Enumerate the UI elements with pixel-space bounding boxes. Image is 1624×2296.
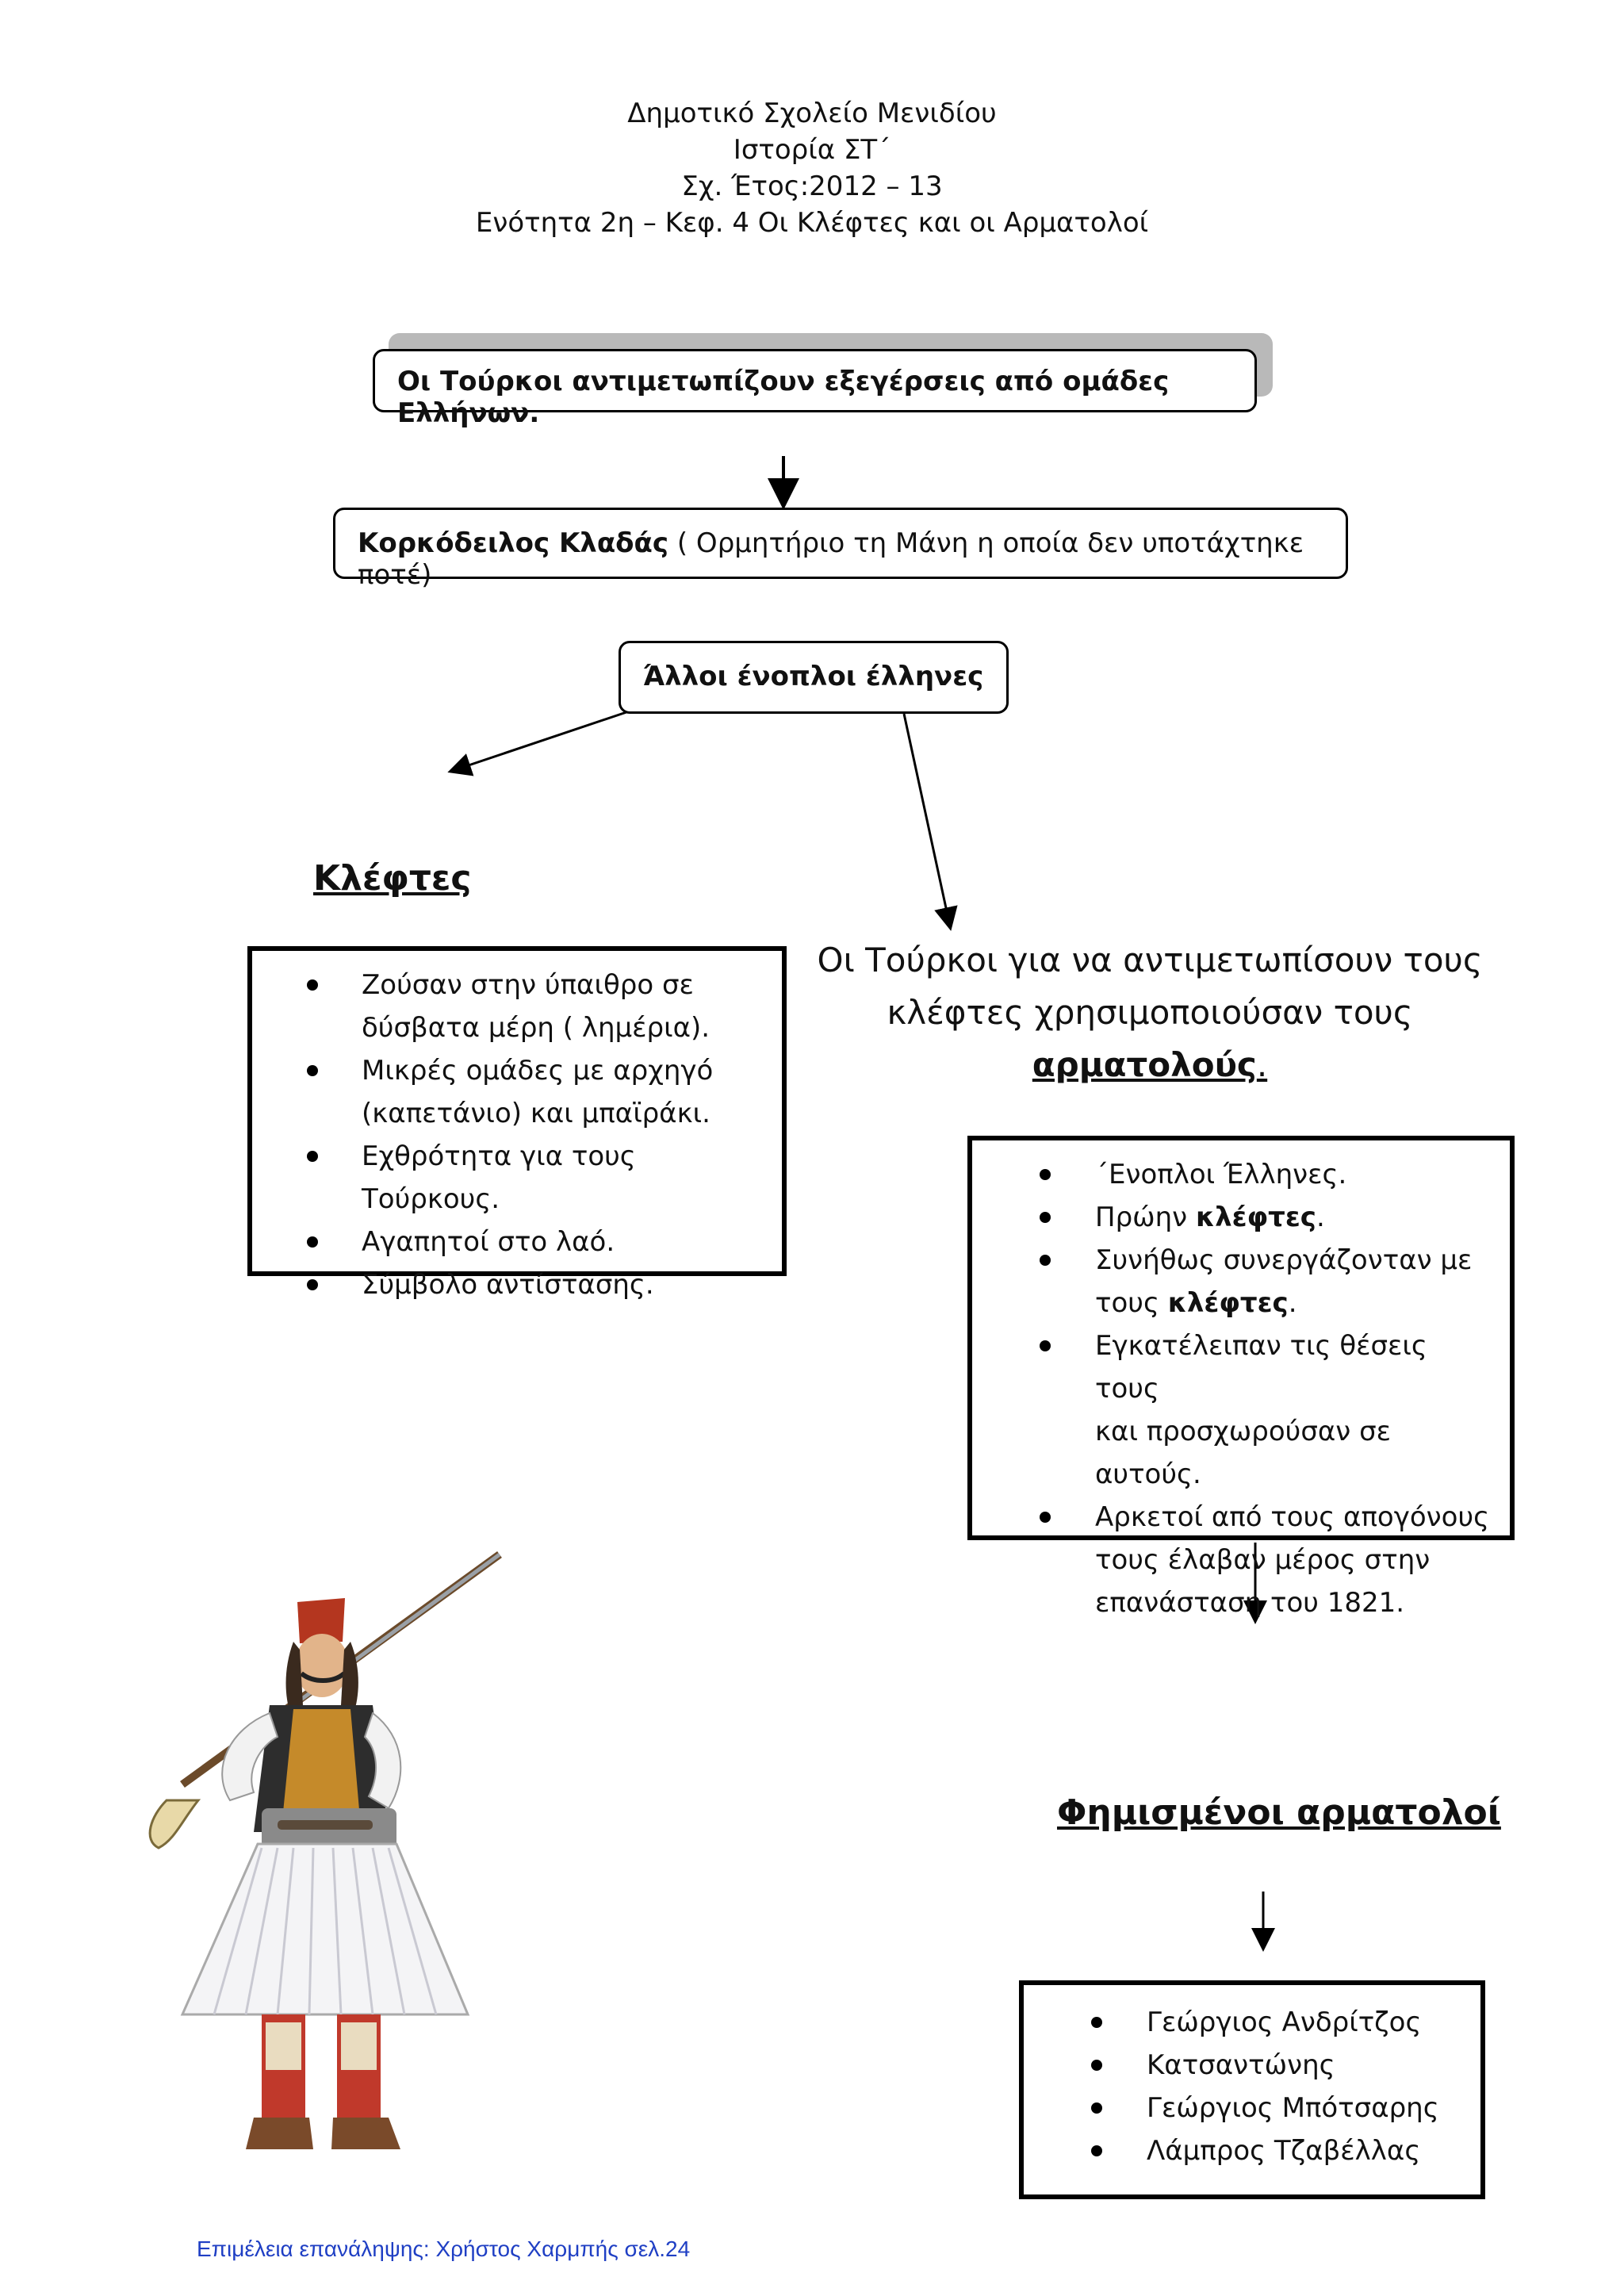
other-armed-greeks-box: Άλλοι ένοπλοι έλληνες	[619, 641, 1009, 714]
korkodeilos-kladas-box: Κορκόδειλος Κλαδάς ( Ορμητήριο τη Μάνη η…	[333, 508, 1348, 591]
turks-face-uprisings-box: Οι Τούρκοι αντιμετωπίζουν εξεγέρσεις από…	[373, 349, 1257, 429]
list-item: Εχθρότητα για τους Τούρκους.	[274, 1135, 763, 1221]
armatoloi-intro-line2: κλέφτες χρησιμοποιούσαν τους	[887, 993, 1413, 1032]
famous-list: Γεώργιος Ανδρίτζος Κατσαντώνης Γεώργιος …	[1024, 2001, 1465, 2172]
list-item: Γεώργιος Ανδρίτζος	[1024, 2001, 1465, 2044]
school-name: Δημοτικό Σχολείο Μενιδίου	[627, 98, 997, 129]
list-item: Κατσαντώνης	[1024, 2044, 1465, 2087]
box3-text: Άλλοι ένοπλοι έλληνες	[643, 661, 984, 692]
armatoloi-intro-end: .	[1256, 1045, 1268, 1084]
list-item: ΄Ενοπλοι Έλληνες.	[972, 1153, 1494, 1196]
subject: Ιστορία ΣΤ΄	[733, 134, 891, 166]
armatoloi-intro-line1: Οι Τούρκοι για να αντιμετωπίσουν τους	[817, 941, 1483, 979]
list-item: Πρώην κλέφτες.	[972, 1196, 1494, 1239]
klephtes-heading: Κλέφτες	[313, 858, 472, 899]
box1-text: Οι Τούρκοι αντιμετωπίζουν εξεγέρσεις από…	[397, 366, 1170, 429]
box2-text: ( Ορμητήριο τη Μάνη η οποία δεν υποτάχτη…	[358, 527, 1304, 591]
famous-armatoloi-box: Γεώργιος Ανδρίτζος Κατσαντώνης Γεώργιος …	[1019, 1980, 1485, 2199]
list-item: Γεώργιος Μπότσαρης	[1024, 2087, 1465, 2129]
school-year: Σχ. Έτος:2012 – 13	[681, 171, 943, 202]
armatoloi-box: ΄Ενοπλοι Έλληνες. Πρώην κλέφτες. Συνήθως…	[967, 1136, 1515, 1619]
armatoloi-keyword: αρματολούς	[1032, 1045, 1257, 1084]
list-item: Λάμπρος Τζαβέλλας	[1024, 2129, 1465, 2172]
arrow-to-klephtes	[447, 711, 627, 776]
document-header: Δημοτικό Σχολείο Μενιδίου Ιστορία ΣΤ΄ Σχ…	[0, 95, 1624, 241]
list-item: Μικρές ομάδες με αρχηγό(καπετάνιο) και μ…	[274, 1049, 763, 1135]
arrow-to-armatoloi	[902, 713, 958, 931]
box2-bold: Κορκόδειλος Κλαδάς	[358, 527, 669, 559]
footer-credit: Επιμέλεια επανάληψης: Χρήστος Χαρμπής σε…	[197, 2237, 691, 2261]
famous-armatoloi-heading: Φημισμένοι αρματολοί	[1057, 1792, 1501, 1833]
armatoloi-list: ΄Ενοπλοι Έλληνες. Πρώην κλέφτες. Συνήθως…	[972, 1153, 1494, 1624]
klepht-illustration	[148, 1550, 502, 2149]
list-item: Αγαπητοί στο λαό.	[274, 1221, 763, 1263]
unit-title: Ενότητα 2η – Κεφ. 4 Οι Κλέφτες και οι Αρ…	[475, 207, 1149, 239]
armatoloi-intro: Οι Τούρκοι για να αντιμετωπίσουν τους κλ…	[801, 934, 1499, 1091]
list-item: Σύμβολο αντίστασης.	[274, 1263, 763, 1306]
